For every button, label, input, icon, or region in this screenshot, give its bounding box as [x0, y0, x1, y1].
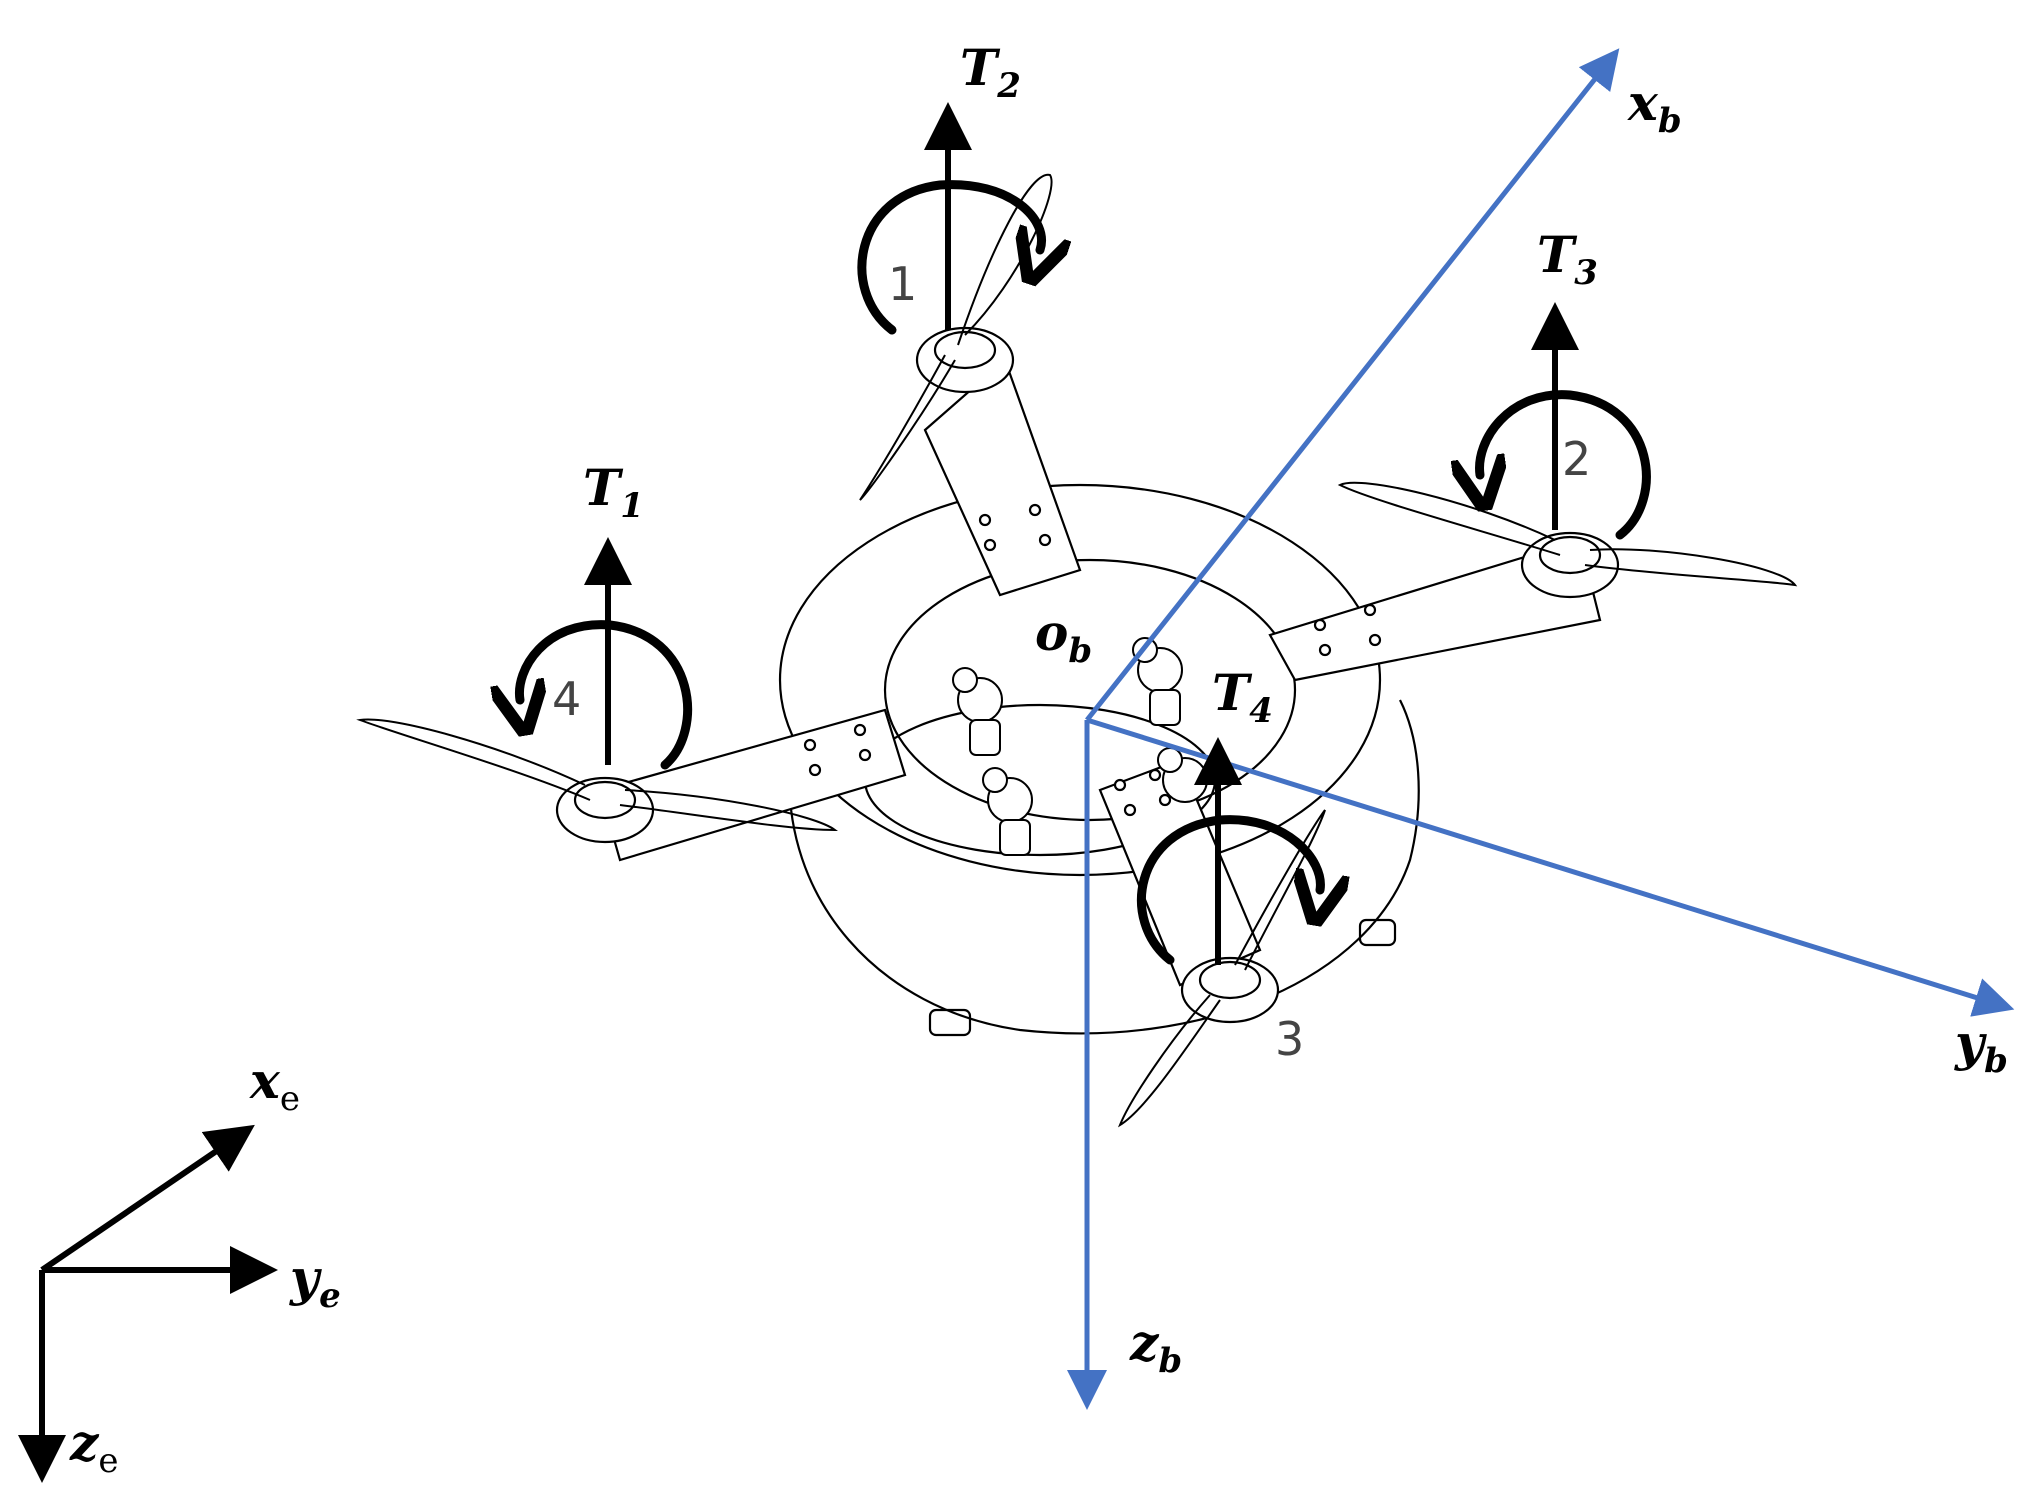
earth-frame [18, 1124, 278, 1483]
rotation-arrow-1 [857, 180, 1042, 335]
body-y-label: yb [1954, 1013, 2008, 1081]
propellers [356, 173, 1798, 1128]
earth-y-label: ye [289, 1248, 341, 1316]
motors [555, 326, 1620, 1024]
thrust-label-3: T3 [1537, 225, 1598, 293]
rotor-number-2: 2 [1562, 432, 1591, 486]
rotation-arrow-3 [1136, 815, 1320, 965]
rotor-number-4: 4 [552, 672, 581, 726]
earth-x-axis [40, 1124, 255, 1273]
body-z-label: zb [1129, 1313, 1182, 1381]
drone-body [778, 483, 1420, 1037]
rotation-arrow-2 [1480, 390, 1651, 540]
body-origin-label: ob [1035, 603, 1092, 671]
thrust-arrows [584, 102, 1579, 965]
inner-fans [952, 637, 1208, 856]
rotor-number-3: 3 [1275, 1012, 1304, 1066]
earth-x-label: xe [249, 1051, 300, 1119]
rotation-arrows [519, 180, 1651, 965]
drone-arms [598, 358, 1602, 987]
body-x-axis [1085, 48, 1620, 722]
rotor-number-1: 1 [888, 257, 917, 311]
thrust-label-2: T2 [960, 38, 1021, 106]
earth-z-label: ze [69, 1413, 119, 1481]
body-x-label: xb [1627, 73, 1682, 141]
thrust-label-1: T1 [583, 458, 644, 526]
thrust-label-4: T4 [1212, 663, 1273, 731]
rotation-arrow-4 [519, 620, 693, 770]
